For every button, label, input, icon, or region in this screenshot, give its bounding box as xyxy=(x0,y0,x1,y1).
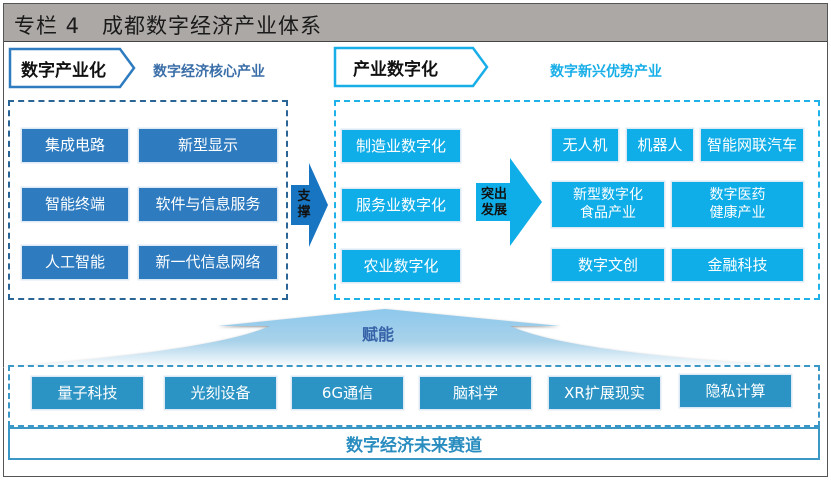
core-industry-box: 智能终端 xyxy=(22,188,128,221)
core-industry-box: 软件与信息服务 xyxy=(139,188,277,221)
emerging-industry-box: 机器人 xyxy=(627,129,693,161)
digitalization-container xyxy=(334,100,820,300)
right-subtitle: 数字新兴优势产业 xyxy=(550,64,662,80)
support-arrow-label: 支 撑 xyxy=(297,189,311,221)
core-industry-box: 人工智能 xyxy=(22,246,128,279)
future-tracks-container xyxy=(8,365,820,427)
diagram-title: 专栏 4 成都数字经济产业体系 xyxy=(14,14,323,38)
future-tracks-label: 数字经济未来赛道 xyxy=(346,436,482,456)
emerging-industry-box: 无人机 xyxy=(552,129,618,161)
digitalization-box: 服务业数字化 xyxy=(342,189,460,221)
title-bar: 专栏 4 成都数字经济产业体系 xyxy=(4,4,827,42)
digitalization-box: 农业数字化 xyxy=(342,250,460,282)
future-track-box: 光刻设备 xyxy=(165,377,276,409)
tag-label: 产业数字化 xyxy=(353,60,438,80)
core-industry-box: 新一代信息网络 xyxy=(139,246,277,279)
future-track-box: 6G通信 xyxy=(292,377,403,409)
develop-arrow-label: 突出 发展 xyxy=(480,187,507,219)
future-track-box: 量子科技 xyxy=(32,377,143,409)
core-industry-box: 新型显示 xyxy=(139,129,277,162)
tag-shape xyxy=(8,47,136,89)
future-tracks-bar: 数字经济未来赛道 xyxy=(8,427,820,460)
core-industries-container xyxy=(8,100,288,300)
core-industry-box: 集成电路 xyxy=(22,129,128,162)
emerging-industry-box: 金融科技 xyxy=(672,249,803,281)
future-track-box: 隐私计算 xyxy=(680,375,791,407)
emerging-industry-box: 数字医药 健康产业 xyxy=(672,182,803,227)
tag-industrial-digitalization: 产业数字化 xyxy=(333,46,493,88)
left-subtitle: 数字经济核心产业 xyxy=(153,64,265,80)
develop-arrow xyxy=(476,158,542,246)
empower-arrow xyxy=(0,309,820,368)
digitalization-box: 制造业数字化 xyxy=(342,130,460,162)
support-arrow xyxy=(291,163,328,247)
tag-label: 数字产业化 xyxy=(21,61,106,81)
tag-digital-industrialization: 数字产业化 xyxy=(8,47,138,89)
future-track-box: XR扩展现实 xyxy=(549,377,660,409)
emerging-industry-box: 智能网联汽车 xyxy=(701,129,803,161)
empower-label: 赋能 xyxy=(362,325,395,344)
emerging-industry-box: 数字文创 xyxy=(552,249,664,281)
future-track-box: 脑科学 xyxy=(420,377,531,409)
emerging-industry-box: 新型数字化 食品产业 xyxy=(552,182,664,227)
tag-shape xyxy=(333,46,489,88)
